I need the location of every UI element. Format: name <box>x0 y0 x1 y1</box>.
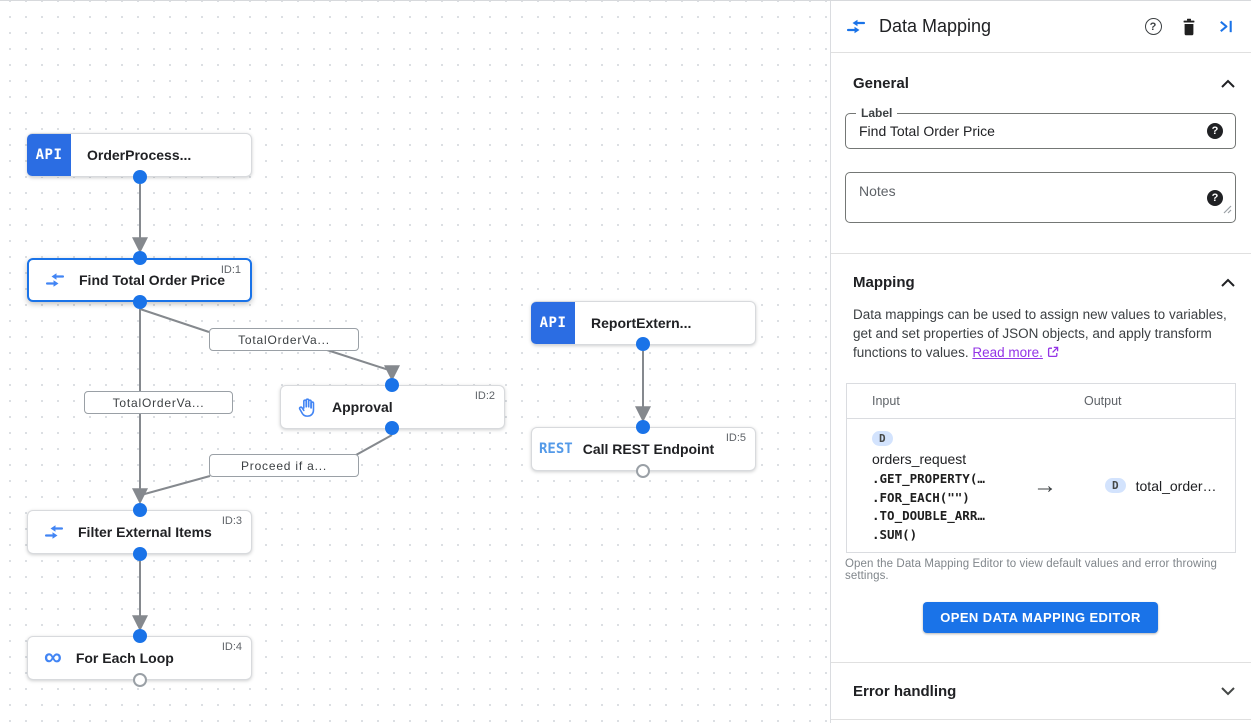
node-find-total-order-price[interactable]: Find Total Order Price ID:1 <box>27 258 252 302</box>
mapping-description-text: Data mappings can be used to assign new … <box>853 307 1227 360</box>
transform-function: .TO_DOUBLE_ARR… <box>872 508 985 523</box>
node-label: For Each Loop <box>75 650 174 666</box>
resize-handle-icon[interactable] <box>1223 201 1232 219</box>
node-label: Filter External Items <box>78 524 212 540</box>
node-id-badge: ID:1 <box>220 264 241 276</box>
mapping-table-row[interactable]: D orders_request .GET_PROPERTY(… .FOR_EA… <box>847 419 1235 552</box>
external-link-icon[interactable] <box>1047 344 1059 363</box>
connector-dot[interactable] <box>385 421 399 435</box>
node-id-badge: ID:3 <box>221 515 242 527</box>
datatype-badge: D <box>872 431 893 446</box>
label-field-caption: Label <box>856 106 898 120</box>
loop-infinity-icon: ∞ <box>44 642 62 671</box>
node-id-badge: ID:2 <box>474 390 495 402</box>
approval-hand-icon <box>297 397 318 418</box>
chevron-up-icon[interactable] <box>1220 79 1236 89</box>
edge <box>140 475 211 496</box>
mapping-description: Data mappings can be used to assign new … <box>845 305 1236 363</box>
config-panel: Data Mapping ? General <box>830 1 1251 723</box>
section-title: Mapping <box>853 274 915 291</box>
mapping-arrow-icon: → <box>1033 471 1057 499</box>
section-mapping: Mapping Data mappings can be used to ass… <box>831 254 1251 663</box>
input-column-header: Input <box>872 394 900 408</box>
output-column-header: Output <box>1084 394 1122 408</box>
connector-dot-empty[interactable] <box>636 464 650 478</box>
edge-label-total-order-value-2[interactable]: TotalOrderVa... <box>84 391 233 414</box>
collapse-panel-icon[interactable] <box>1216 18 1234 36</box>
section-general: General Label ? ? <box>831 53 1251 254</box>
api-trigger-icon: API <box>531 302 575 344</box>
chevron-up-icon[interactable] <box>1220 278 1236 288</box>
delete-icon[interactable] <box>1180 18 1198 36</box>
mapping-table: Input Output D orders_request .GET_PROPE… <box>846 383 1236 553</box>
section-error-handling[interactable]: Error handling <box>831 663 1251 720</box>
open-data-mapping-editor-button[interactable]: OPEN DATA MAPPING EDITOR <box>923 602 1158 633</box>
label-input[interactable] <box>846 114 1235 148</box>
edge-label-total-order-value-1[interactable]: TotalOrderVa... <box>209 328 359 351</box>
label-help-icon[interactable]: ? <box>1207 123 1223 139</box>
node-id-badge: ID:4 <box>221 641 242 653</box>
chevron-down-icon[interactable] <box>1220 686 1236 696</box>
label-field-wrapper: Label ? <box>845 106 1236 149</box>
connector-dot-empty[interactable] <box>133 673 147 687</box>
edge <box>139 308 210 333</box>
connector-dot[interactable] <box>385 378 399 392</box>
datatype-badge: D <box>1105 478 1126 493</box>
mapping-caption: Open the Data Mapping Editor to view def… <box>845 558 1218 582</box>
mapping-output-cell: D total_order… <box>1105 478 1217 494</box>
connector-dot[interactable] <box>636 420 650 434</box>
section-mapping-header[interactable]: Mapping <box>845 274 1236 291</box>
connector-dot[interactable] <box>133 295 147 309</box>
data-mapping-icon <box>45 273 65 287</box>
panel-title: Data Mapping <box>879 16 992 36</box>
node-order-process-trigger[interactable]: API OrderProcess... <box>27 133 252 177</box>
node-id-badge: ID:5 <box>725 432 746 444</box>
data-mapping-icon <box>44 525 64 539</box>
node-call-rest-endpoint[interactable]: REST Call REST Endpoint ID:5 <box>531 427 756 471</box>
node-label: OrderProcess... <box>87 147 192 163</box>
connector-dot[interactable] <box>133 251 147 265</box>
mapping-table-header: Input Output <box>847 384 1235 419</box>
edge <box>355 434 393 456</box>
read-more-link[interactable]: Read more. <box>972 345 1043 360</box>
transform-function: .GET_PROPERTY(… <box>872 471 985 486</box>
node-label: ReportExtern... <box>591 315 692 331</box>
node-label: Approval <box>332 399 393 415</box>
edges-layer <box>132 184 651 632</box>
notes-textarea[interactable] <box>846 173 1235 217</box>
section-general-header[interactable]: General <box>845 75 1236 92</box>
output-variable-name: total_order… <box>1135 477 1217 494</box>
transform-function: .FOR_EACH("") <box>872 489 970 505</box>
workflow-canvas[interactable]: API OrderProcess... Find Total Order Pri… <box>0 1 830 723</box>
config-panel-header: Data Mapping ? <box>831 1 1251 53</box>
input-variable-name: orders_request <box>872 451 967 467</box>
notes-field-wrapper: ? <box>845 172 1236 223</box>
node-label: Call REST Endpoint <box>582 441 715 457</box>
mapping-input-cell: D orders_request .GET_PROPERTY(… .FOR_EA… <box>872 429 1235 544</box>
connector-dot[interactable] <box>133 629 147 643</box>
data-mapping-icon <box>846 19 866 34</box>
connector-dot[interactable] <box>133 547 147 561</box>
notes-help-icon[interactable]: ? <box>1207 189 1223 206</box>
connector-dot[interactable] <box>133 503 147 517</box>
help-icon[interactable]: ? <box>1144 18 1162 36</box>
connector-dot[interactable] <box>636 337 650 351</box>
section-title: Error handling <box>853 682 957 700</box>
node-label: Find Total Order Price <box>79 272 225 288</box>
section-title: General <box>853 75 909 92</box>
rest-icon: REST <box>539 441 573 457</box>
connector-dot[interactable] <box>133 170 147 184</box>
transform-function: .SUM() <box>872 526 918 542</box>
edge <box>326 349 400 382</box>
api-trigger-icon: API <box>27 134 71 176</box>
edge-label-proceed-if[interactable]: Proceed if a... <box>209 454 359 477</box>
